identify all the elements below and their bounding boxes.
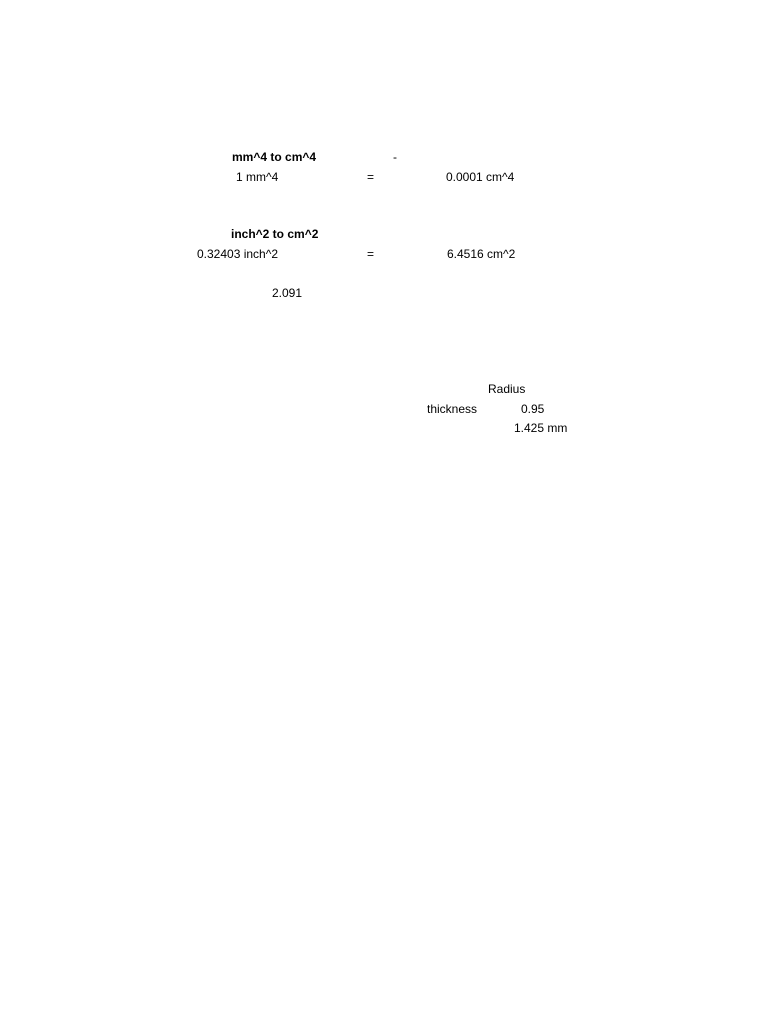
- rhs-cm2-value: 6.4516 cm^2: [447, 247, 516, 261]
- thickness-label: thickness: [427, 402, 478, 416]
- equals-sign-2: =: [367, 247, 375, 261]
- radius-label: Radius: [488, 382, 526, 396]
- lhs-mm4-value: 1 mm^4: [236, 170, 279, 184]
- section-title-mm4-to-cm4: mm^4 to cm^4: [232, 150, 317, 164]
- equals-sign-1: =: [367, 170, 375, 184]
- lhs-inch2-value: 0.32403 inch^2: [197, 247, 279, 261]
- section-title-inch2-to-cm2: inch^2 to cm^2: [231, 227, 319, 241]
- standalone-value: 2.091: [272, 286, 303, 300]
- dash-cell: -: [393, 150, 397, 164]
- thickness-value: 0.95: [521, 402, 545, 416]
- rhs-cm4-value: 0.0001 cm^4: [446, 170, 515, 184]
- radius-value: 1.425 mm: [514, 421, 568, 435]
